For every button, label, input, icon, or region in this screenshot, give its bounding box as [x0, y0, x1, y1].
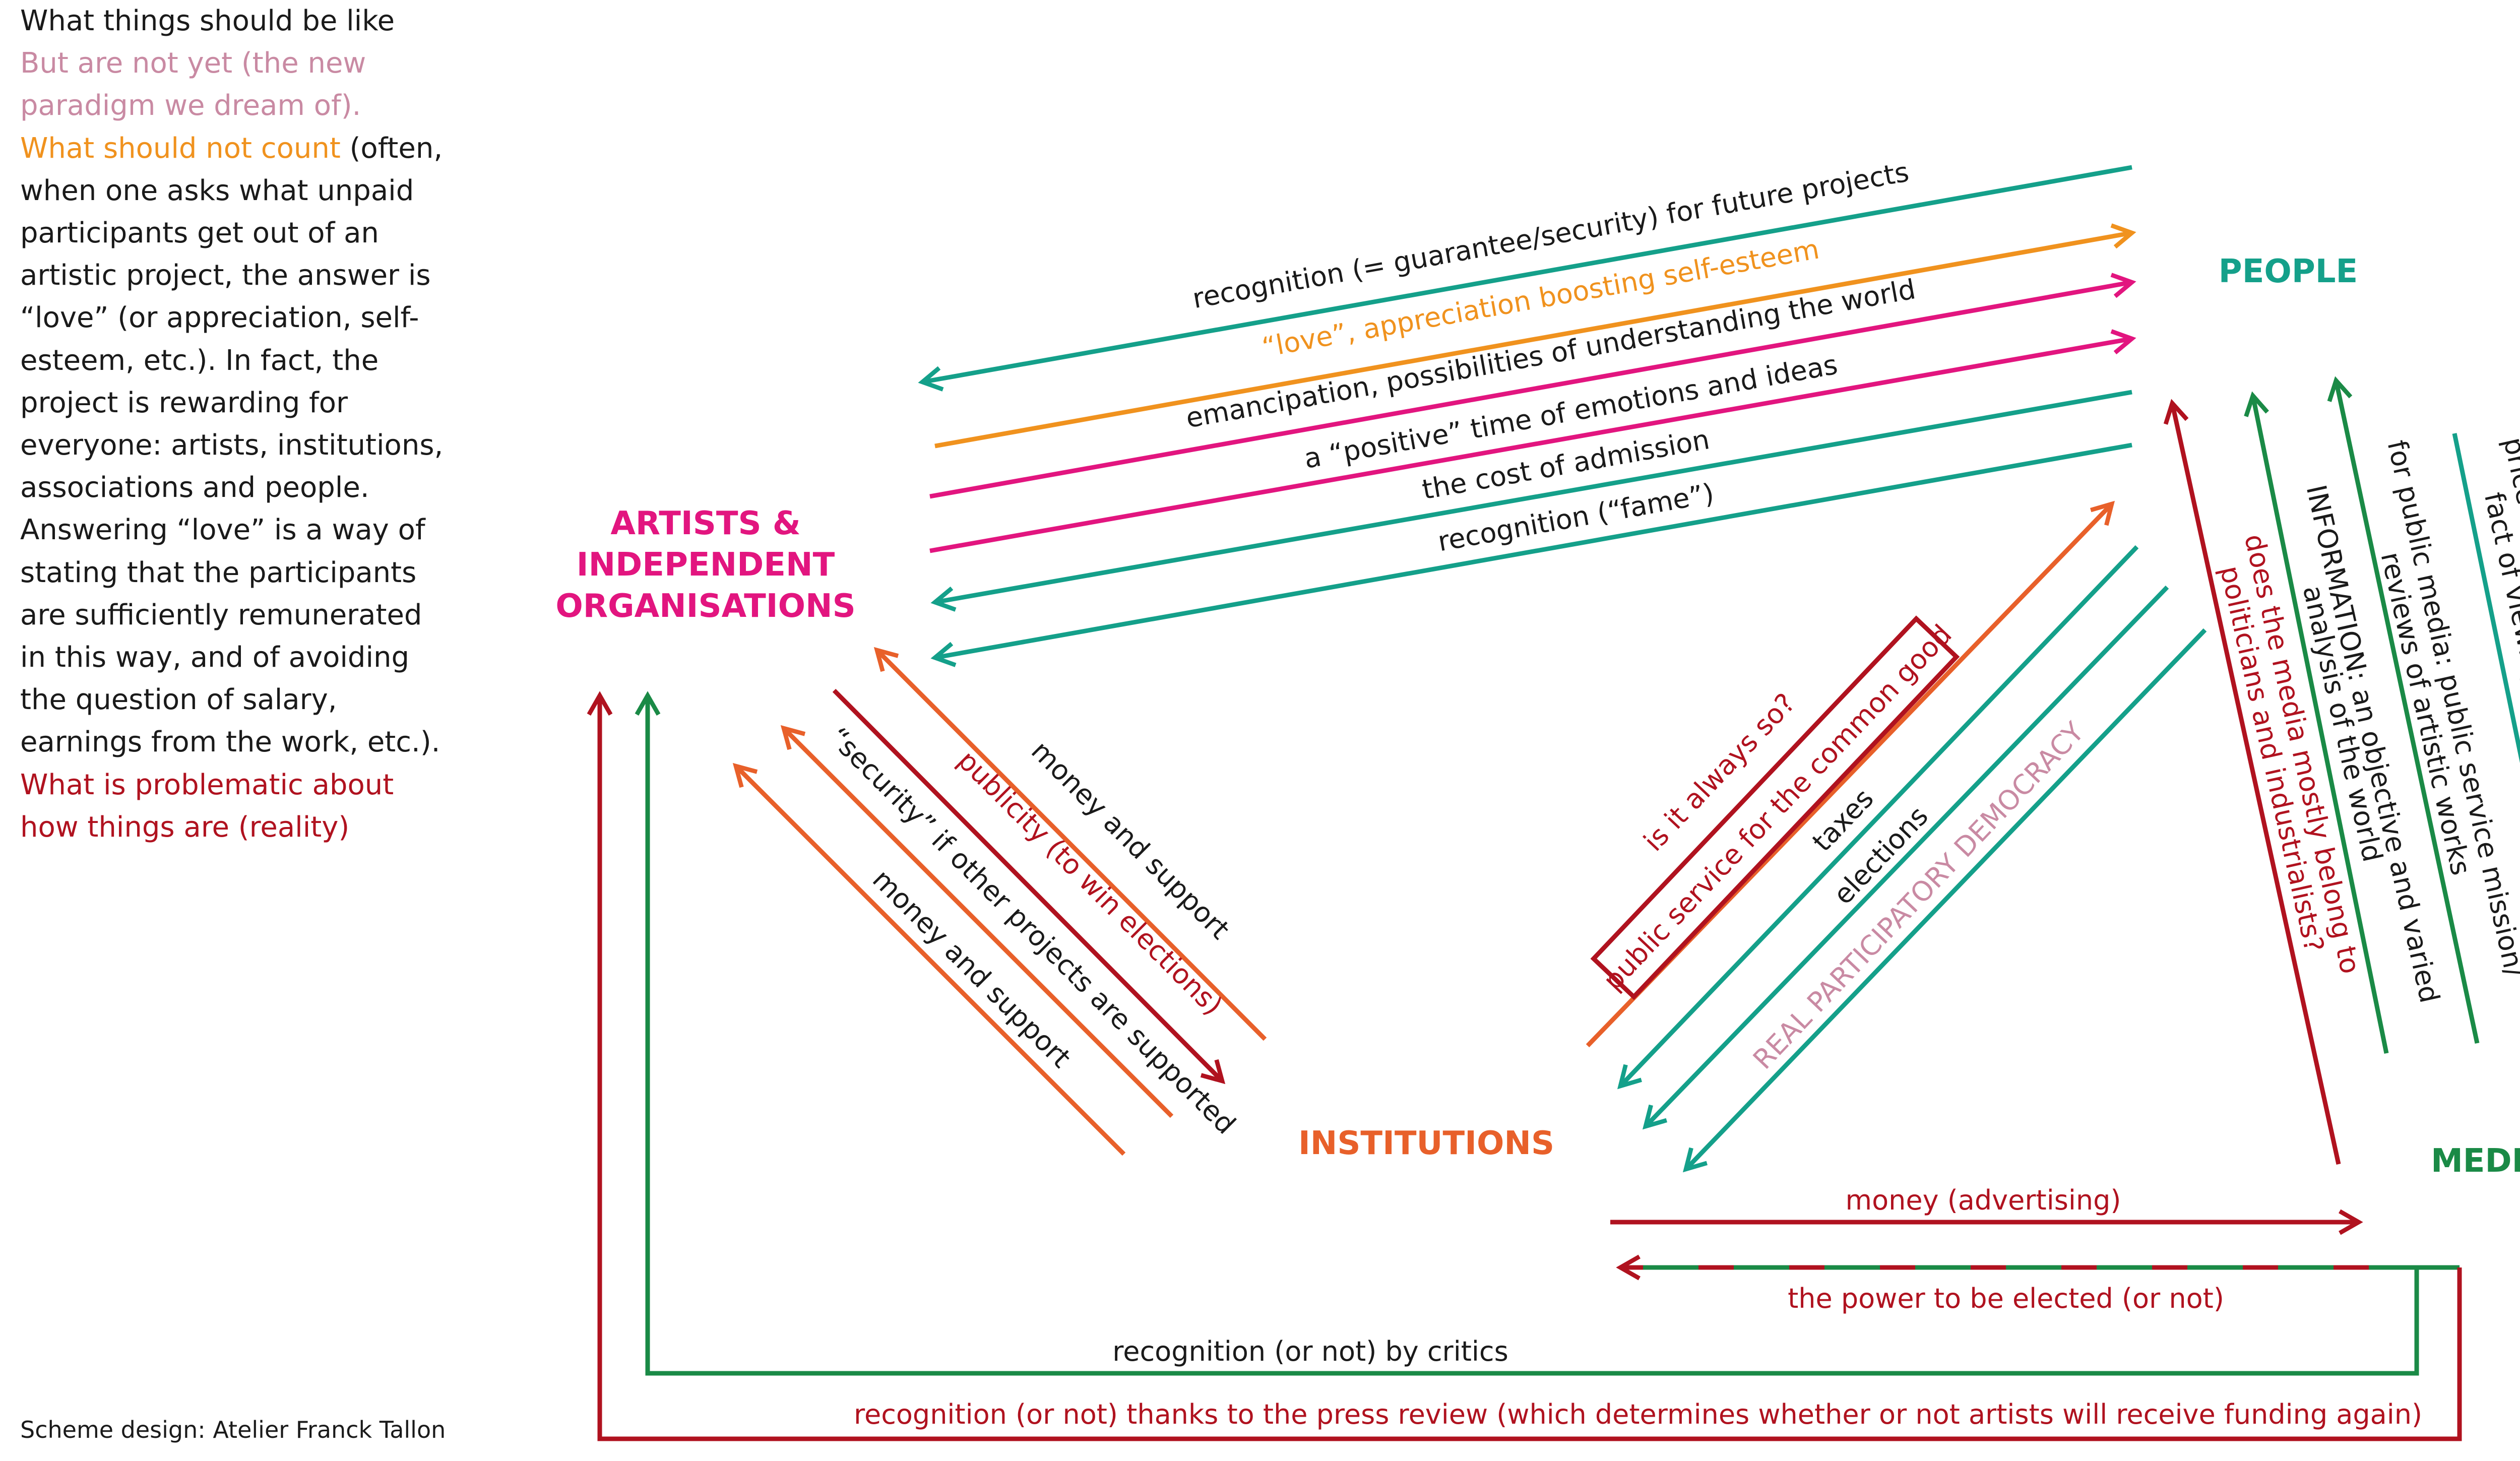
label-is-it-always: is it always so?: [1637, 687, 1801, 857]
node-artists-line1: ARTISTS &: [610, 505, 800, 542]
scheme-credit: Scheme design: Atelier Franck Tallon: [20, 1416, 446, 1443]
label-money-support-2: money and support: [866, 863, 1077, 1074]
label-money-advertising: money (advertising): [1846, 1184, 2121, 1216]
arrow-recognition-critics: [635, 691, 2460, 1376]
arrow-money-support-2: [732, 763, 1126, 1156]
arrow-money-support-1: [873, 647, 1267, 1041]
legend: What things should be like But are not y…: [20, 0, 454, 849]
arrow-recognition-fame: [930, 442, 2132, 667]
arrow-price: [2452, 433, 2520, 764]
arrow-love-appreciation: [934, 223, 2136, 449]
legend-ideal: What things should be like: [20, 5, 395, 37]
arrow-information: [2244, 391, 2389, 1054]
legend-should-not-count: What should not count: [20, 132, 341, 165]
arrow-cost-admission: [930, 390, 2132, 612]
arrow-public-media: [2327, 376, 2480, 1044]
arrow-security-other: [780, 725, 1174, 1118]
arrow-recognition-guarantee: [918, 165, 2132, 392]
label-recognition-critics: recognition (or not) by critics: [1112, 1336, 1508, 1367]
arrow-publicity: [832, 688, 1226, 1085]
arrow-positive-time: [929, 329, 2136, 553]
arrow-media-belong: [2163, 399, 2341, 1165]
node-media: MEDIA: [2431, 1142, 2520, 1180]
label-security-other: “security” if other projects are support…: [823, 721, 1242, 1140]
arrow-emancipation: [929, 273, 2136, 499]
legend-love-explanation: (often, when one asks what unpaid partic…: [20, 132, 444, 759]
arrow-real-democracy: [1682, 628, 2207, 1173]
legend-problematic: What is problematic about how things are…: [20, 768, 394, 844]
node-artists-line2: INDEPENDENT: [577, 546, 835, 584]
arrow-elections: [1642, 585, 2169, 1130]
public-service-box: [1590, 615, 1960, 1000]
node-artists-line3: ORGANISATIONS: [555, 588, 855, 625]
node-people: PEOPLE: [2219, 253, 2358, 290]
label-recognition-press: recognition (or not) thanks to the press…: [854, 1399, 2422, 1430]
node-institutions: INSTITUTIONS: [1298, 1125, 1554, 1162]
arrow-taxes: [1617, 545, 2139, 1090]
legend-new-paradigm: But are not yet (the new paradigm we dre…: [20, 47, 366, 122]
label-power-elected: the power to be elected (or not): [1788, 1283, 2224, 1314]
arrow-recognition-press: [587, 691, 2462, 1441]
